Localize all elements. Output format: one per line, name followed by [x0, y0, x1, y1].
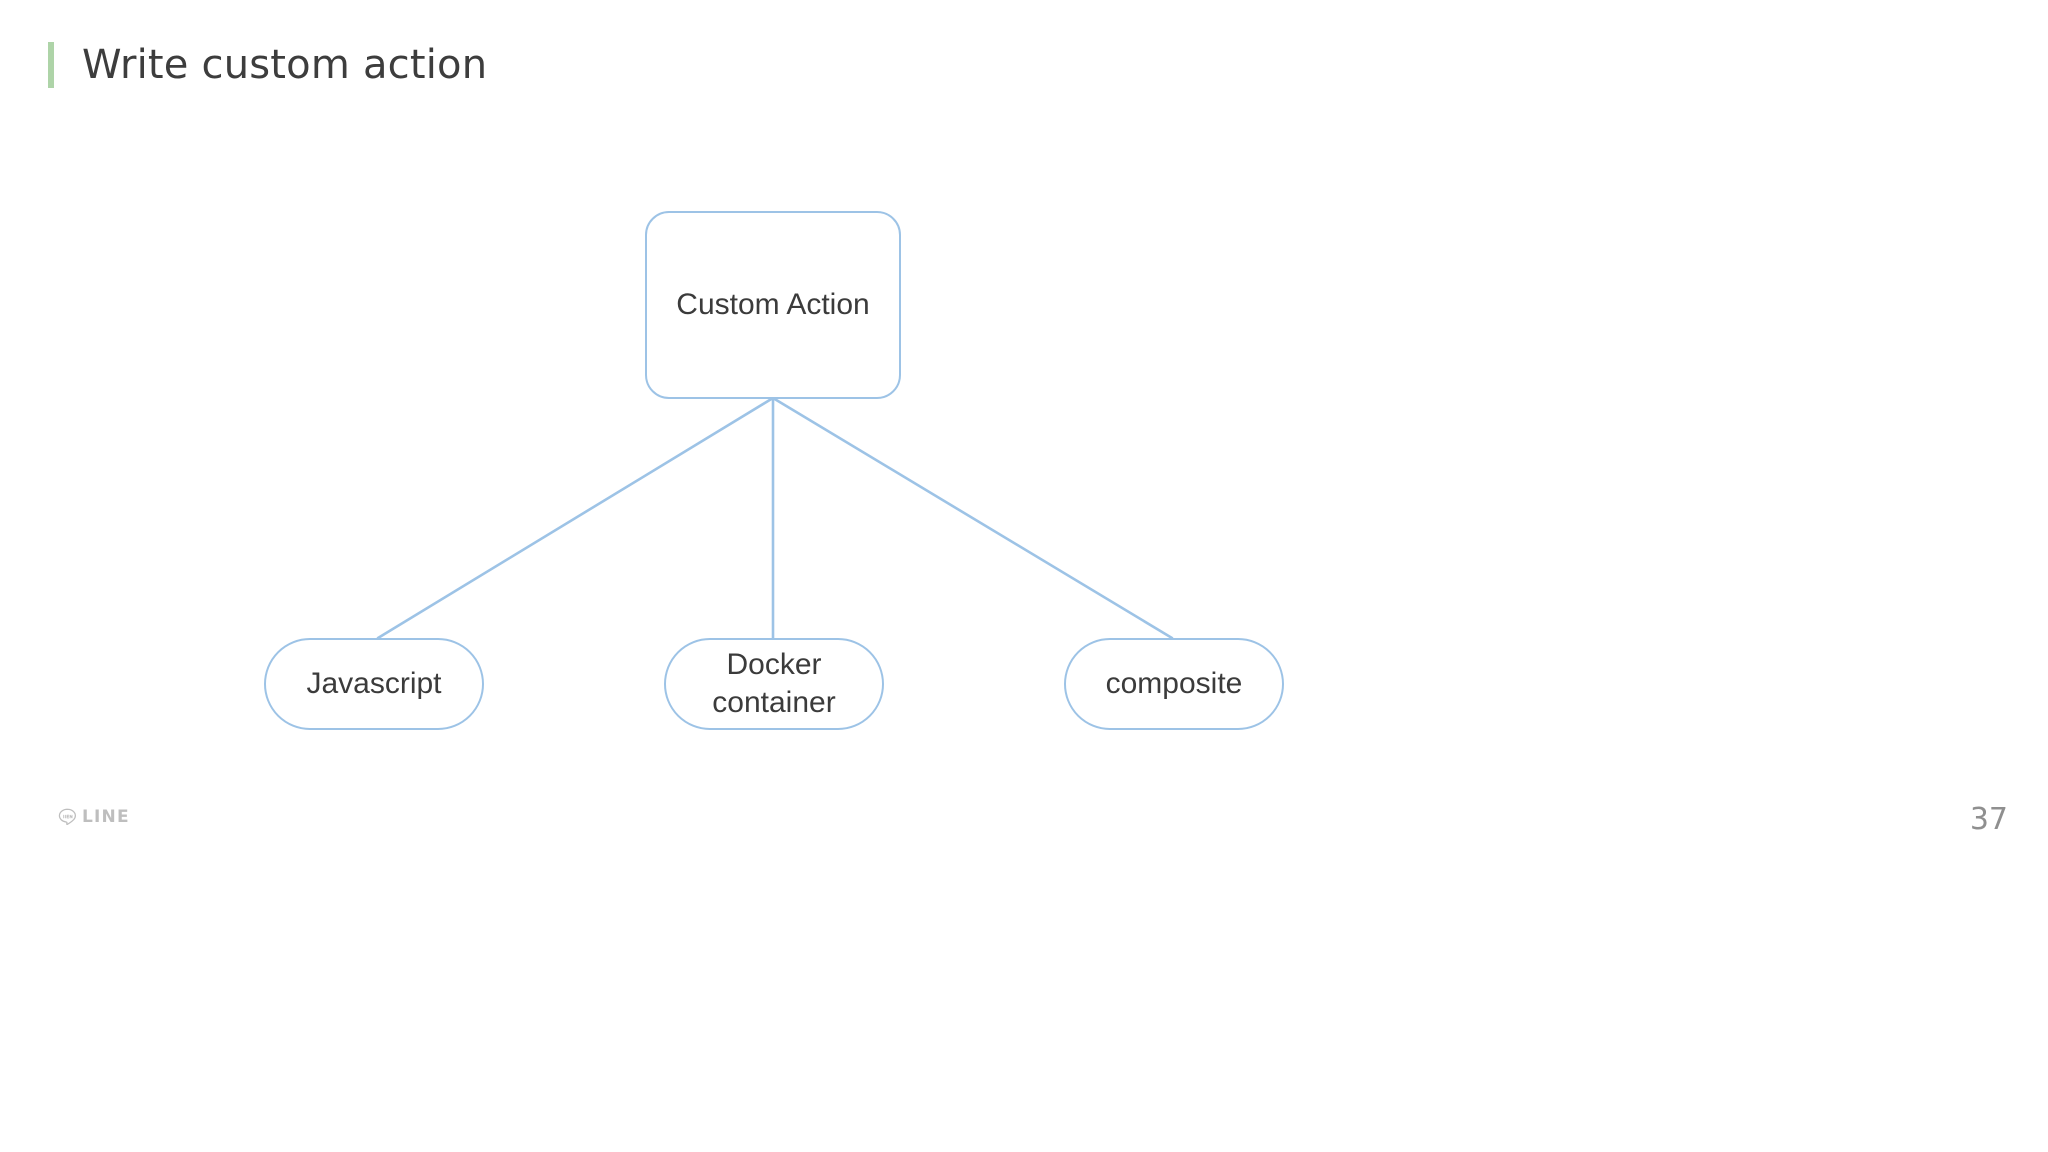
connector-root-to-javascript	[376, 396, 775, 640]
title-accent-bar	[48, 42, 54, 88]
line-bubble-icon	[58, 808, 77, 825]
node-composite-label: composite	[1105, 667, 1243, 701]
node-custom-action-label: Custom Action	[676, 288, 870, 321]
node-docker-container-label: Docker container	[712, 646, 835, 722]
line-wordmark: LINE	[82, 807, 130, 827]
node-javascript[interactable]: Javascript	[264, 638, 484, 730]
node-custom-action[interactable]: Custom Action	[645, 211, 901, 399]
page-title-block: Write custom action	[48, 42, 487, 88]
node-docker-container-label-line2: container	[712, 686, 836, 719]
node-docker-container-label-line1: Docker	[726, 648, 822, 682]
connector-root-to-composite	[771, 396, 1174, 640]
node-composite[interactable]: composite	[1064, 638, 1284, 730]
line-logo: LINE	[58, 808, 130, 827]
page-number: 37	[1969, 802, 2008, 837]
node-javascript-label: Javascript	[306, 667, 442, 701]
node-docker-container[interactable]: Docker container	[664, 638, 884, 730]
page-title: Write custom action	[82, 42, 488, 88]
